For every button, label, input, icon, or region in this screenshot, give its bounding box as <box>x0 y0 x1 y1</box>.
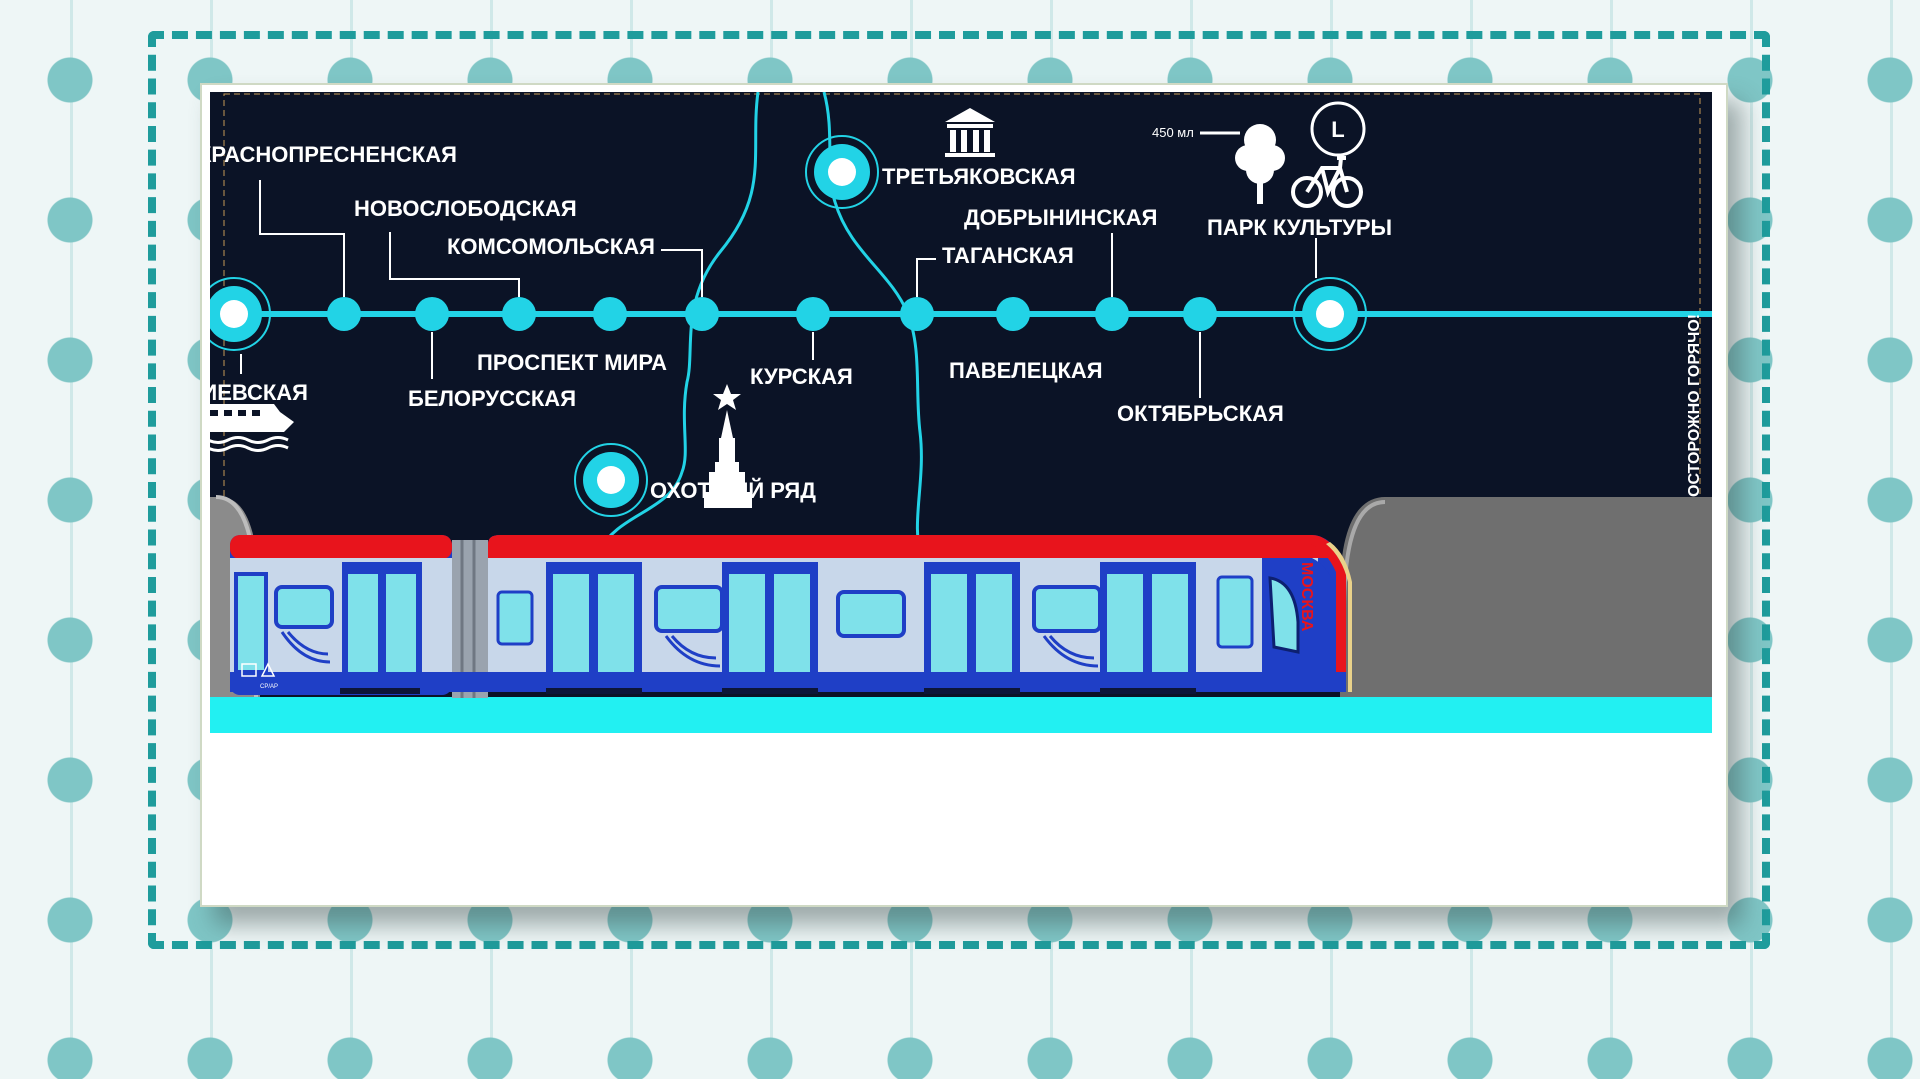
station-label-tretyakovskaya: ТРЕТЬЯКОВСКАЯ <box>882 164 1076 189</box>
station-label-kurskaya: КУРСКАЯ <box>750 364 853 389</box>
size-badge-label: L <box>1331 117 1344 142</box>
station-label-novoslobodskaya: НОВОСЛОБОДСКАЯ <box>354 196 577 221</box>
train-label: МОСКВА <box>1298 562 1315 632</box>
metro-train: МОСКВА <box>230 535 1352 698</box>
station-label-oktyabrskaya: ОКТЯБРЬСКАЯ <box>1117 401 1284 426</box>
station-label-komsomolskaya: КОМСОМОЛЬСКАЯ <box>447 234 655 259</box>
track-bed <box>210 733 1712 892</box>
transfer-tretyakovskaya[interactable] <box>805 135 879 209</box>
recycle-label: CP/AP <box>260 684 278 690</box>
leader-lines <box>240 180 1317 398</box>
museum-icon <box>945 108 995 157</box>
warning-text: ОСТОРОЖНО ГОРЯЧО! <box>1686 314 1703 497</box>
station-dot-komsomolskaya[interactable] <box>685 297 719 331</box>
station-label-paveletskaya: ПАВЕЛЕЦКАЯ <box>949 358 1103 383</box>
tree-icon <box>1235 124 1285 204</box>
boat-icon <box>210 404 294 452</box>
station-dot-novoslobodskaya[interactable] <box>502 297 536 331</box>
station-dot-kurskaya[interactable] <box>796 297 830 331</box>
size-badge-icon: L <box>1310 101 1366 157</box>
station-dot-prospekt-mira[interactable] <box>593 297 627 331</box>
station-label-kievskaya: КИЕВСКАЯ <box>210 380 308 405</box>
station-dot-krasnopresnenskaya[interactable] <box>327 297 361 331</box>
kremlin-tower-icon <box>704 384 752 508</box>
station-dot-dobryninskaya[interactable] <box>1095 297 1129 331</box>
station-label-park-kultury: ПАРК КУЛЬТУРЫ <box>1207 215 1392 240</box>
metro-map: КРАСНОПРЕСНЕНСКАЯ НОВОСЛОБОДСКАЯ КОМСОМО… <box>210 92 1712 892</box>
recycle-icon: CP/AP <box>241 662 278 690</box>
platform <box>210 697 1712 733</box>
volume-label: 450 мл <box>1152 125 1194 140</box>
station-dot-paveletskaya[interactable] <box>996 297 1030 331</box>
station-label-dobryninskaya: ДОБРЫНИНСКАЯ <box>964 205 1157 230</box>
station-label-prospekt-mira: ПРОСПЕКТ МИРА <box>477 350 667 375</box>
transfer-okhotny-ryad[interactable] <box>574 443 648 517</box>
terminal-park-kultury[interactable] <box>1293 277 1367 351</box>
station-dot-belorusskaya[interactable] <box>415 297 449 331</box>
dashed-frame <box>148 31 1770 949</box>
station-dot-oktyabrskaya[interactable] <box>1183 297 1217 331</box>
station-label-belorusskaya: БЕЛОРУССКАЯ <box>408 386 576 411</box>
bicycle-icon <box>1291 156 1363 208</box>
station-label-krasnopresnenskaya: КРАСНОПРЕСНЕНСКАЯ <box>210 142 457 167</box>
terminal-kievskaya[interactable] <box>210 277 271 351</box>
station-dot-taganskaya[interactable] <box>900 297 934 331</box>
station-label-taganskaya: ТАГАНСКАЯ <box>942 243 1074 268</box>
